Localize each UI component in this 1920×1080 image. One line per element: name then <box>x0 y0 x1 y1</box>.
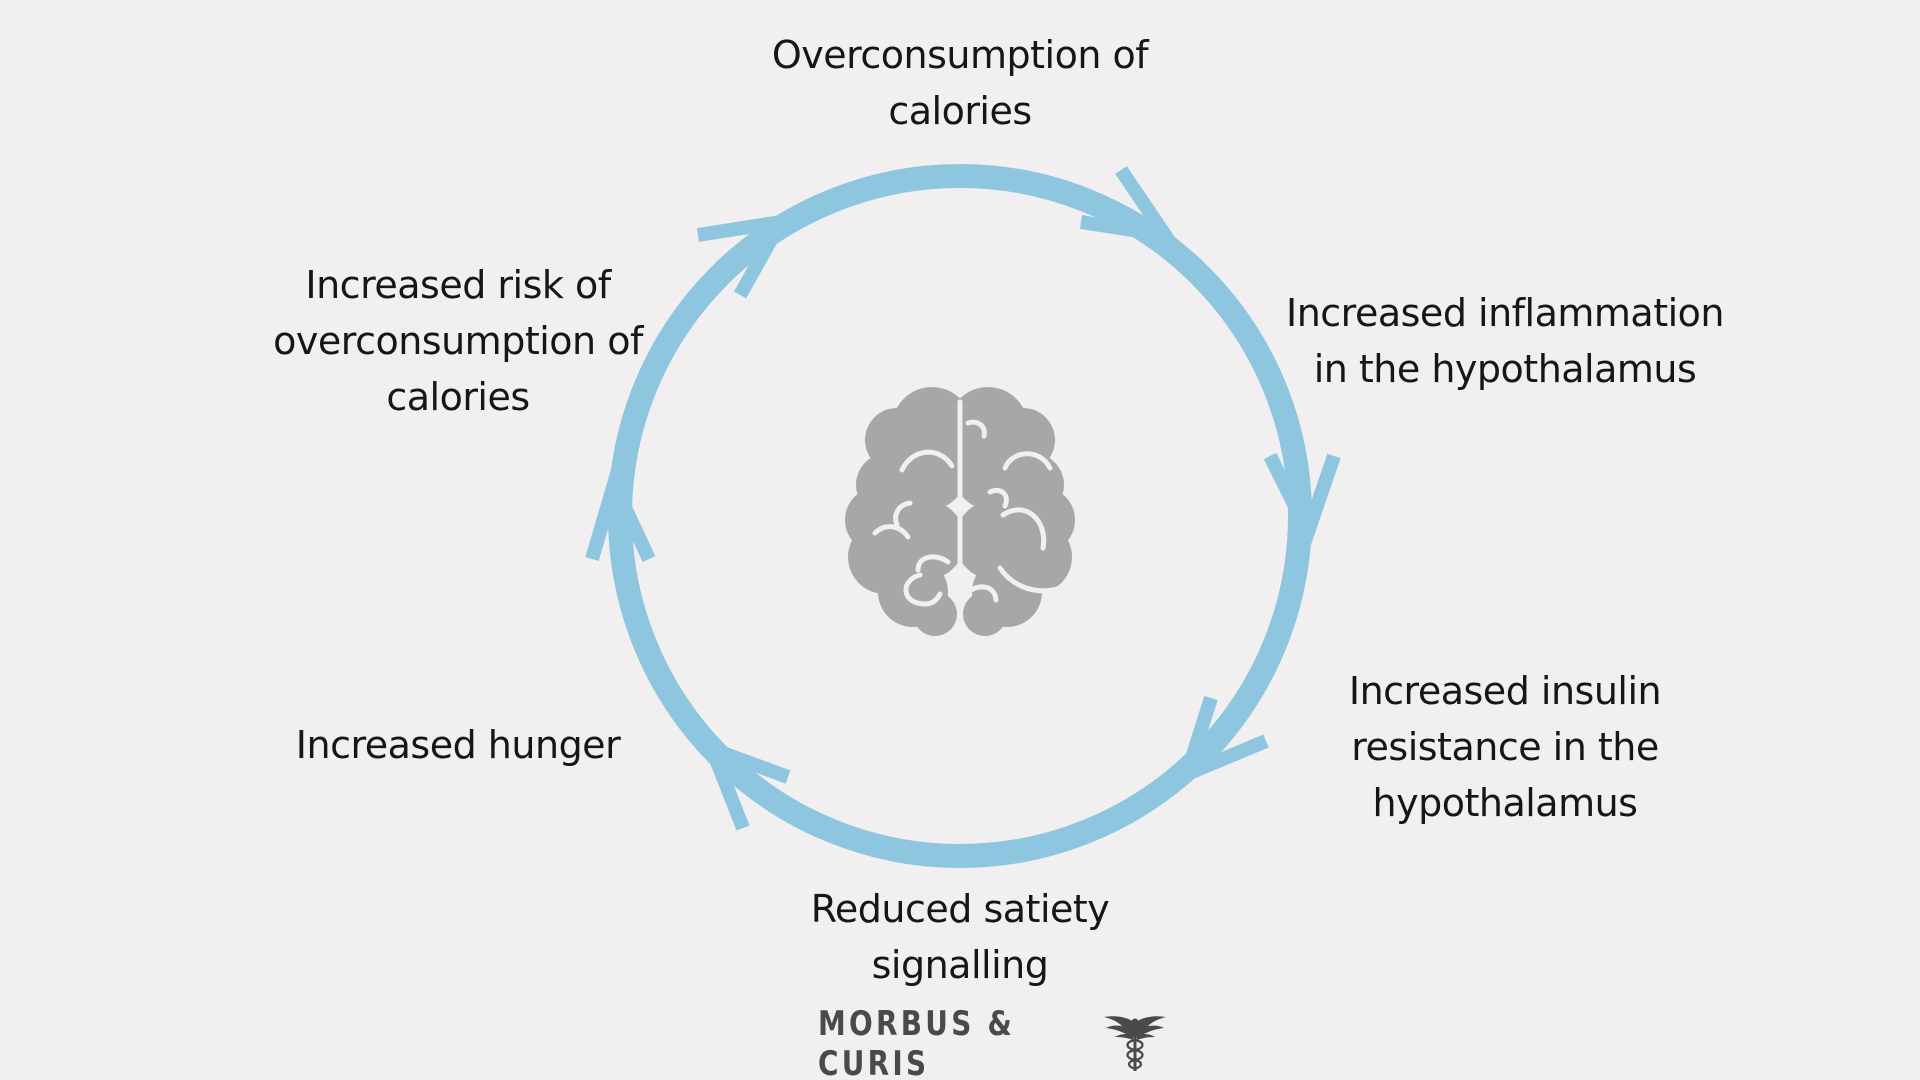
arrow-head-6 <box>696 212 795 299</box>
step-label-hunger: Increased hunger <box>295 723 621 767</box>
step-label-insulin-resistance: Increased insulin resistance in the hypo… <box>1348 669 1662 825</box>
brand-name: MORBUS & CURIS <box>818 1004 1016 1080</box>
arrow-head-1 <box>1079 166 1180 245</box>
step-label-risk: Increased risk of overconsumption of cal… <box>273 263 643 419</box>
arrow-head-4 <box>699 737 791 831</box>
brain-icon <box>845 387 1075 636</box>
step-label-inflammation: Increased inflammation in the hypothalam… <box>1286 291 1725 391</box>
arrow-head-3 <box>1175 695 1269 787</box>
caduceus-icon <box>1104 1016 1166 1071</box>
arrow-head-5 <box>585 464 656 562</box>
brand-logo: MORBUS & CURIS <box>818 1004 1170 1080</box>
arrow-head-2 <box>1263 452 1341 551</box>
cycle-arrows <box>585 166 1341 831</box>
step-label-overconsumption: Overconsumption of calories <box>771 33 1149 133</box>
step-label-satiety: Reduced satiety signalling <box>810 887 1110 987</box>
